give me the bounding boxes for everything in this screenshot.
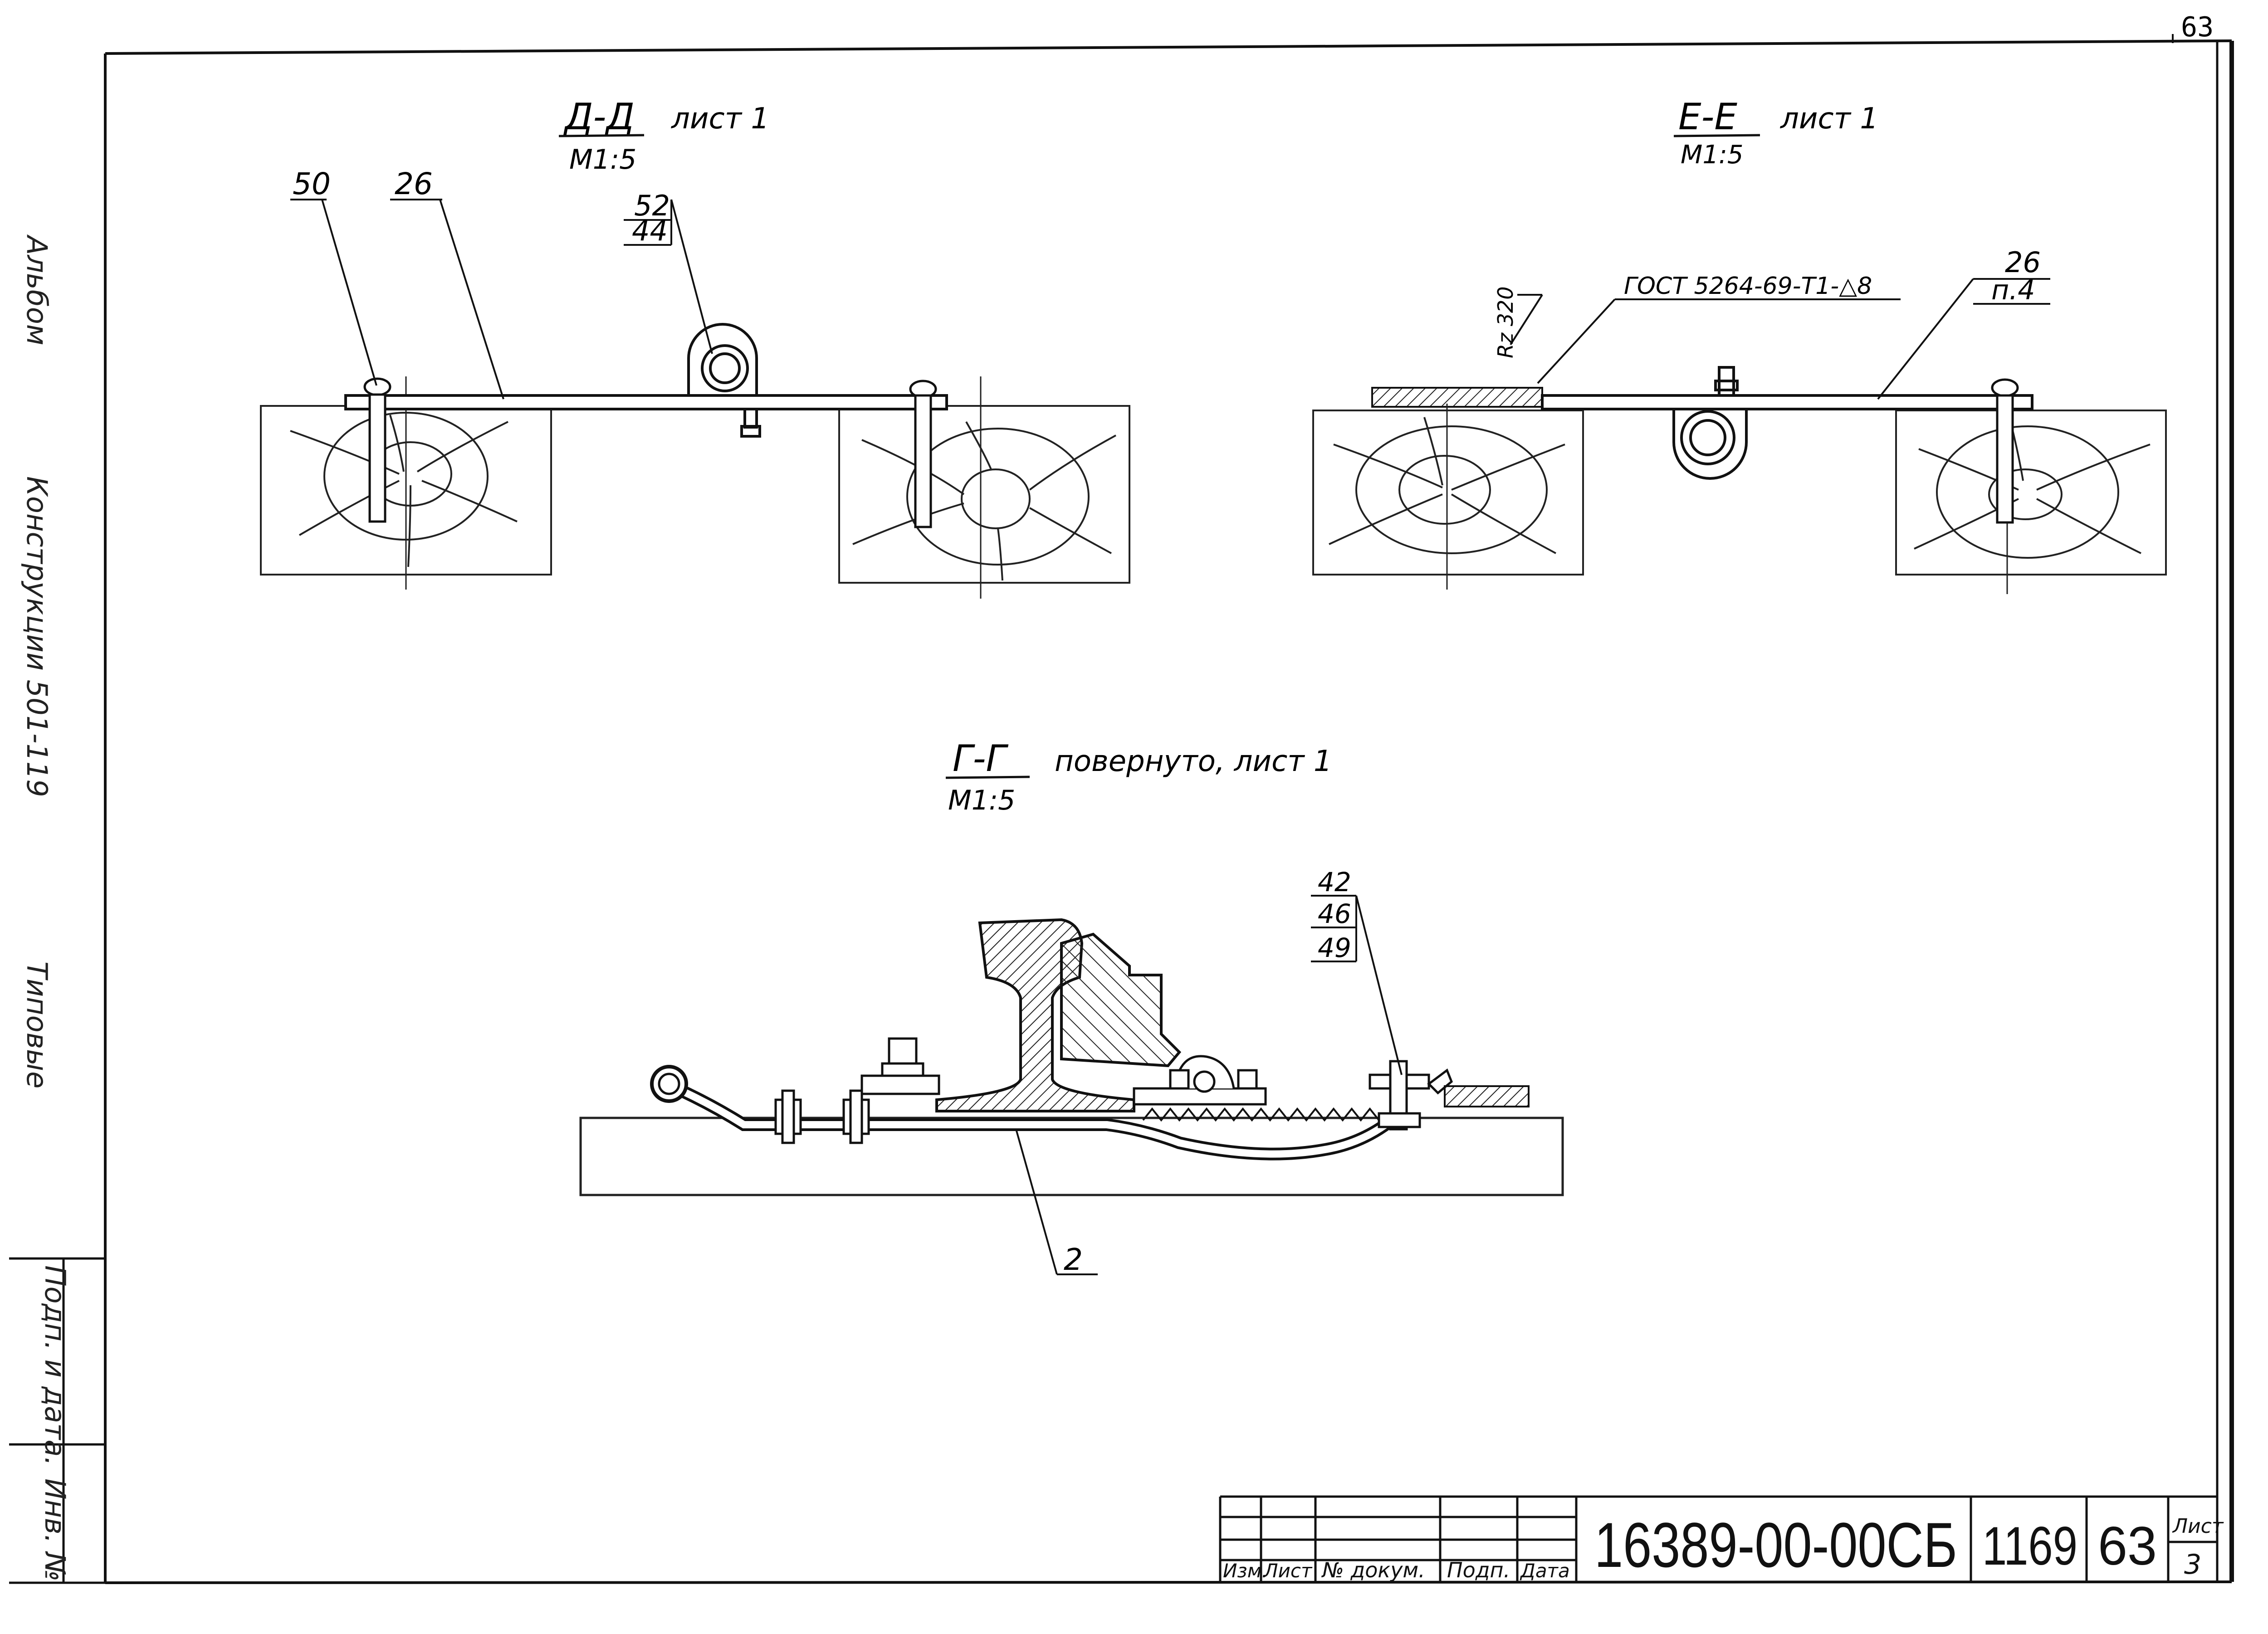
ee-sleeper-right (1895, 390, 2167, 594)
tb-doc: № докум. (1321, 1558, 1425, 1582)
side-text-top: Альбом (20, 234, 54, 346)
side-text-middle: Конструкции 501-119 (20, 476, 54, 797)
tb-sheet-label: Лист (2172, 1515, 2224, 1538)
gg-callout-46: 46 (1318, 898, 1351, 929)
dd-strip-26 (344, 394, 948, 410)
ee-scale: М1:5 (1681, 140, 1743, 170)
view-dd: Д-Д лист 1 М1:5 (260, 96, 1130, 599)
tb-list: Лист (1263, 1560, 1313, 1582)
title-block (1219, 1495, 2217, 1583)
side-text-inv: Инв. № (39, 1478, 72, 1581)
sheet-frame (104, 34, 2234, 1584)
gg-clamp-right (1133, 1055, 1267, 1106)
tb-izm: Изм. (1223, 1560, 1268, 1582)
tb-podp: Подп. (1447, 1558, 1510, 1582)
dd-pipe-clamp (687, 323, 761, 438)
gg-corrugated-hose (1142, 1107, 1380, 1122)
dd-callout-44: 44 (632, 214, 668, 247)
gg-leaders (1015, 895, 1403, 1275)
ee-callout-26: 26 (2005, 246, 2041, 279)
gg-callout-2: 2 (1064, 1242, 1083, 1277)
gg-scale: М1:5 (948, 785, 1015, 816)
gg-sleeper (579, 1117, 1564, 1196)
gg-hatched-plate (1444, 1085, 1530, 1107)
gg-guard-rail (1060, 932, 1182, 1068)
gg-fastener-right (1369, 1060, 1453, 1131)
gg-couplings (774, 1089, 870, 1144)
view-gg: Г-Г повернуто, лист 1 М1:5 (579, 737, 1564, 1277)
dd-title: Д-Д (563, 96, 635, 138)
gg-callout-49: 49 (1318, 932, 1351, 963)
tb-sheet-value: 3 (2184, 1549, 2201, 1580)
tb-code: 63 (2098, 1516, 2157, 1576)
ee-hatched-pad (1371, 387, 1543, 408)
dd-sleeper-right (838, 376, 1130, 599)
left-margin-text: Альбом Конструкции 501-119 Типовые Подп.… (20, 234, 72, 1581)
ee-annotations (1510, 278, 2050, 400)
gg-ref: повернуто, лист 1 (1055, 745, 1332, 778)
dd-callout-26: 26 (395, 166, 433, 201)
gg-title: Г-Г (953, 737, 1008, 780)
ee-ref: лист 1 (1779, 102, 1878, 136)
corner-sheet-number: 63 (2181, 11, 2214, 43)
dd-screws (363, 377, 937, 528)
gg-pipe-end (650, 1065, 688, 1103)
tb-data: Дата (1520, 1560, 1570, 1582)
ee-callout-p4: п.4 (1991, 274, 2035, 306)
ee-roughness: Rz 320 (1493, 286, 1518, 358)
dd-callout-50: 50 (293, 166, 331, 201)
view-ee: Е-Е лист 1 М1:5 (1312, 96, 2167, 594)
ee-weld-note: ГОСТ 5264-69-Т1-△8 (1624, 273, 1872, 300)
dd-scale: М1:5 (569, 144, 636, 176)
dd-ref: лист 1 (670, 102, 769, 136)
side-text-podp: Подп. и дата. (39, 1265, 72, 1466)
tb-designation: 16389-00-00СБ (1594, 1509, 1957, 1580)
left-margin-boxes (9, 1257, 105, 1584)
dd-callout-52: 52 (634, 189, 670, 222)
ee-title: Е-Е (1678, 96, 1737, 138)
ee-screw (1991, 378, 2019, 524)
gg-callout-42: 42 (1318, 867, 1351, 897)
dd-leaders (290, 199, 713, 400)
ee-sleeper-left (1312, 404, 1584, 590)
ee-pipe-clamp (1672, 366, 1748, 480)
title-block-text: Изм. Лист № докум. Подп. Дата Лист 3 (1223, 1515, 2224, 1582)
ee-strip-26 (1541, 394, 2033, 410)
side-text-bottom: Типовые (20, 961, 54, 1088)
tb-number: 1169 (1982, 1516, 2077, 1576)
gg-bolt-left (860, 1037, 940, 1095)
